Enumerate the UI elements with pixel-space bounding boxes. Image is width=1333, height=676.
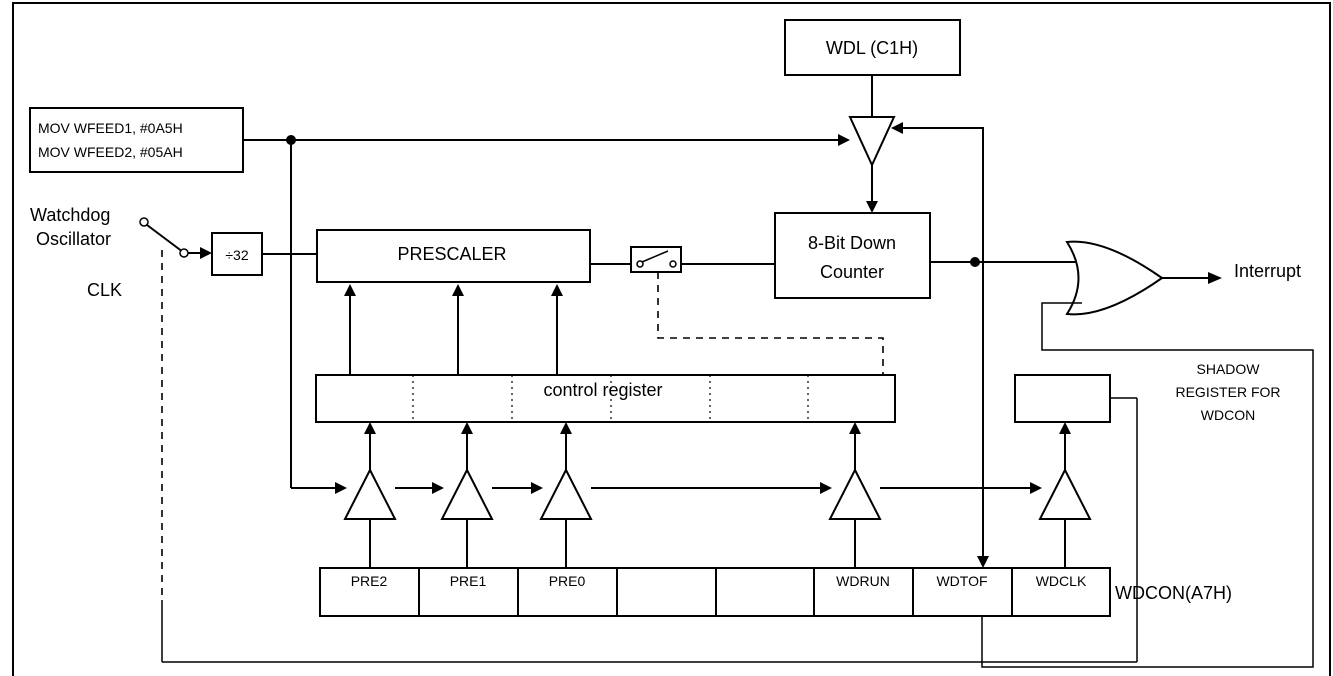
down-counter-box [774, 212, 931, 299]
prescaler-label: PRESCALER [397, 244, 506, 264]
wdl-load-buffer [848, 116, 896, 168]
watchdog-osc-label-line1: Watchdog [30, 205, 110, 225]
down-counter-label-line1: 8-Bit Down [808, 233, 896, 253]
enable-switch-box [630, 246, 682, 273]
down-counter-label-line2: Counter [820, 262, 884, 282]
wdcon-bit-wdtof: WDTOF [936, 573, 987, 589]
feed-sequence-line1: MOV WFEED1, #0A5H [38, 120, 183, 136]
wdcon-register-name: WDCON(A7H) [1115, 583, 1232, 603]
wdcon-bit-wdclk: WDCLK [1036, 573, 1087, 589]
feed-sequence-box [29, 107, 244, 173]
or-gate [1065, 240, 1164, 316]
shadow-register-label-line1: SHADOW [1197, 361, 1261, 377]
prescaler-box [316, 229, 591, 283]
clk-label: CLK [87, 280, 122, 300]
divide-by-32-box [211, 232, 263, 276]
shadow-register-box [1014, 374, 1111, 423]
pre0-buffer [539, 467, 593, 520]
counter-output-junction [970, 257, 980, 267]
wdclk-buffer [1038, 467, 1092, 520]
pre1-buffer [440, 467, 494, 520]
divide-by-32-label: ÷32 [225, 247, 248, 263]
wdcon-bit-pre1: PRE1 [450, 573, 487, 589]
interrupt-label: Interrupt [1234, 261, 1301, 281]
wdcon-bit-pre2: PRE2 [351, 573, 388, 589]
wdcon-bit-pre0: PRE0 [549, 573, 586, 589]
wdrun-buffer [828, 467, 882, 520]
pre2-buffer [343, 467, 397, 520]
watchdog-osc-label-line2: Oscillator [36, 229, 111, 249]
control-register-label: control register [543, 380, 662, 400]
wdrun-enable-dashed-line [657, 272, 884, 375]
shadow-register-label-line3: WDCON [1201, 407, 1255, 423]
diagram-frame [12, 2, 1331, 676]
wdcon-bit-wdrun: WDRUN [836, 573, 890, 589]
shadow-register-label-line2: REGISTER FOR [1175, 384, 1280, 400]
wdl-register-label: WDL (C1H) [826, 38, 918, 58]
feed-sequence-line2: MOV WFEED2, #05AH [38, 144, 183, 160]
osc-switch-terminal [139, 217, 149, 227]
switch-pivot [179, 248, 189, 258]
